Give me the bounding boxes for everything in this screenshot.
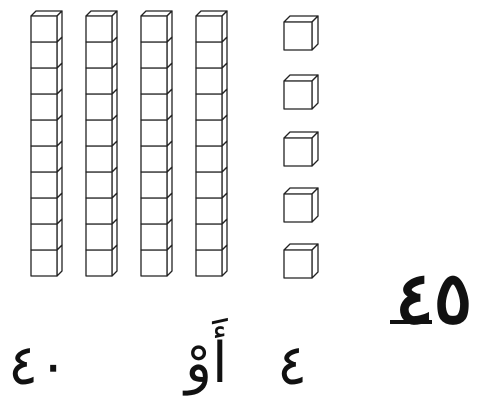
cube-side-face: [312, 16, 318, 50]
cube-front-face: [31, 224, 57, 250]
tens-digit-underline: [390, 320, 432, 324]
ones-cube: [284, 188, 318, 222]
cube-front-face: [31, 120, 57, 146]
tens-rods-group: [31, 11, 227, 276]
cube-front-face: [86, 68, 112, 94]
cube-front-face: [31, 42, 57, 68]
cube-front-face: [196, 42, 222, 68]
tens-rod: [196, 11, 227, 276]
tens-value-label: ٤٠: [8, 338, 68, 394]
rod-unit-cube: [86, 11, 117, 42]
cube-front-face: [196, 250, 222, 276]
cube-side-face: [312, 244, 318, 278]
cube-front-face: [86, 224, 112, 250]
cube-front-face: [31, 146, 57, 172]
cube-side-face: [57, 11, 62, 42]
cube-front-face: [31, 94, 57, 120]
ones-cube: [284, 16, 318, 50]
cube-front-face: [196, 198, 222, 224]
cube-side-face: [312, 188, 318, 222]
cube-front-face: [284, 194, 312, 222]
rod-unit-cube: [31, 11, 62, 42]
cube-front-face: [31, 250, 57, 276]
cube-front-face: [86, 250, 112, 276]
cube-front-face: [31, 172, 57, 198]
cube-front-face: [141, 16, 167, 42]
tens-count-label: ٤: [277, 338, 307, 394]
cube-side-face: [112, 11, 117, 42]
cube-side-face: [167, 11, 172, 42]
cube-front-face: [141, 172, 167, 198]
cube-front-face: [196, 68, 222, 94]
cube-front-face: [284, 250, 312, 278]
cube-front-face: [86, 42, 112, 68]
cube-front-face: [86, 146, 112, 172]
cube-front-face: [86, 120, 112, 146]
tens-rod: [86, 11, 117, 276]
cube-side-face: [222, 11, 227, 42]
cube-front-face: [86, 198, 112, 224]
ones-cube: [284, 75, 318, 109]
cube-front-face: [31, 16, 57, 42]
cube-front-face: [196, 146, 222, 172]
cube-front-face: [196, 172, 222, 198]
cube-front-face: [141, 42, 167, 68]
cube-front-face: [284, 81, 312, 109]
cube-front-face: [196, 16, 222, 42]
or-word-label: أَوْ: [185, 336, 228, 392]
cube-side-face: [312, 75, 318, 109]
cube-front-face: [86, 172, 112, 198]
cube-front-face: [141, 68, 167, 94]
cube-front-face: [141, 224, 167, 250]
rod-unit-cube: [196, 11, 227, 42]
ones-cube: [284, 244, 318, 278]
ones-cube: [284, 132, 318, 166]
cube-front-face: [284, 138, 312, 166]
cube-front-face: [284, 22, 312, 50]
cube-front-face: [141, 146, 167, 172]
cube-side-face: [312, 132, 318, 166]
cube-front-face: [196, 224, 222, 250]
rod-unit-cube: [141, 11, 172, 42]
tens-rod: [141, 11, 172, 276]
ones-cubes-group: [284, 16, 318, 278]
cube-front-face: [31, 198, 57, 224]
cube-front-face: [141, 94, 167, 120]
cube-front-face: [141, 198, 167, 224]
tens-rod: [31, 11, 62, 276]
cube-front-face: [141, 120, 167, 146]
cube-front-face: [86, 16, 112, 42]
cube-front-face: [141, 250, 167, 276]
cube-front-face: [31, 68, 57, 94]
cube-front-face: [196, 120, 222, 146]
cube-front-face: [86, 94, 112, 120]
cube-front-face: [196, 94, 222, 120]
